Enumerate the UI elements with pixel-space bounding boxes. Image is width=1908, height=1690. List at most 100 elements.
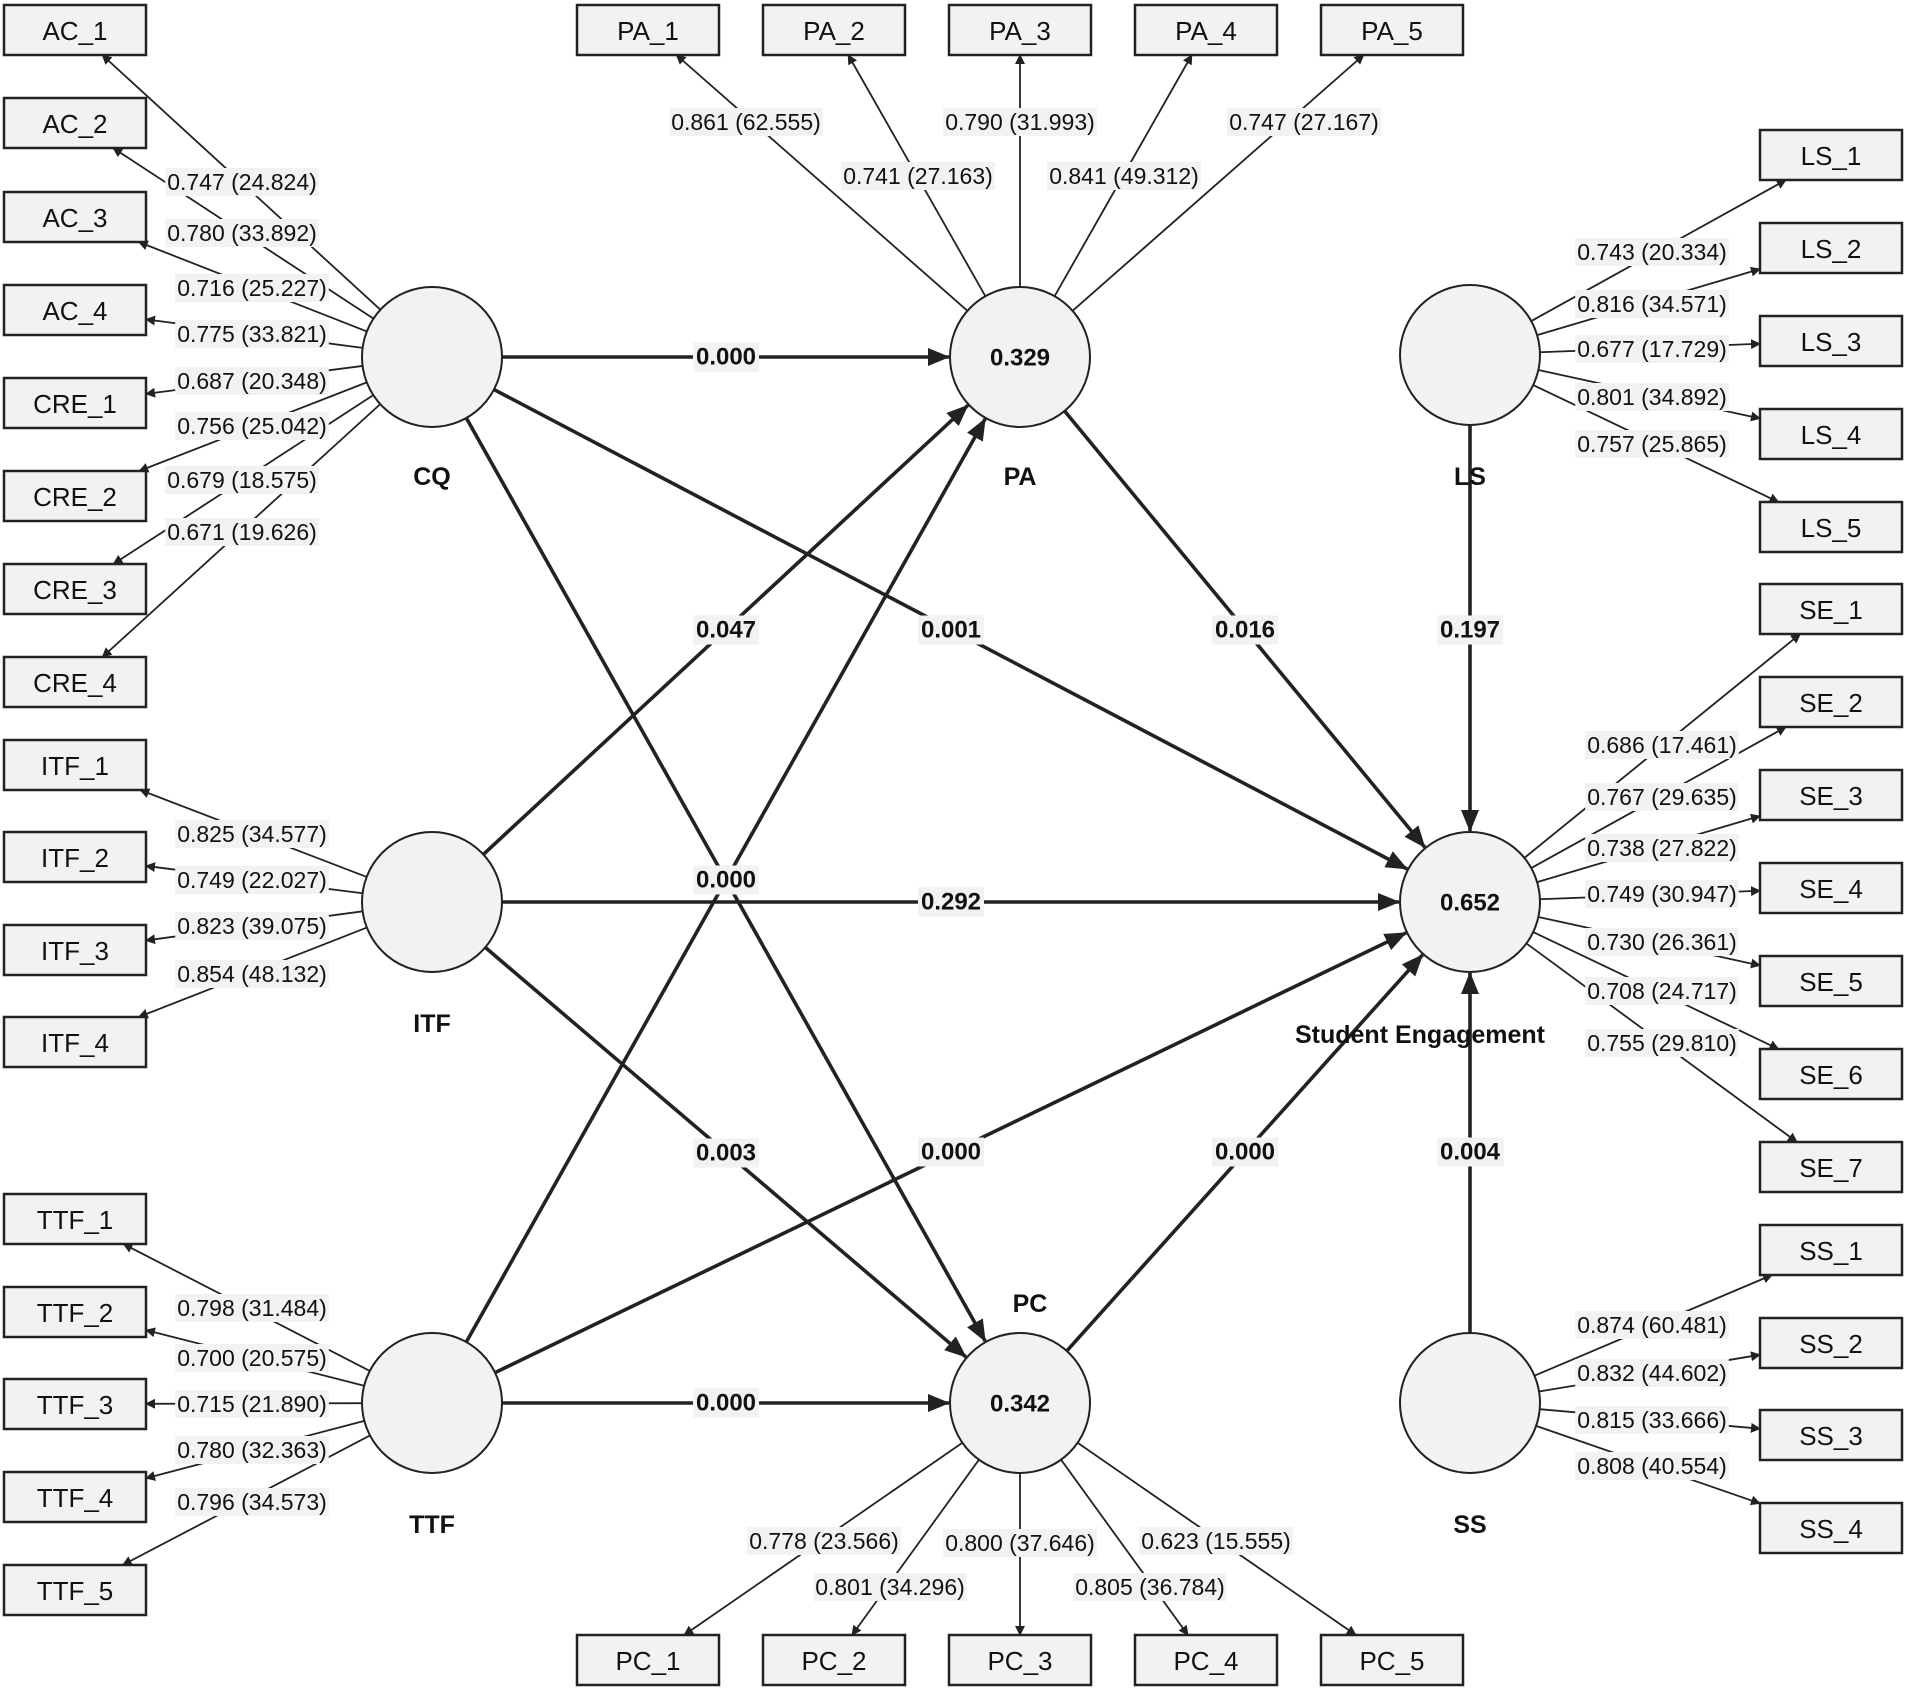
path-label-ss-to-se-bg	[1436, 1137, 1504, 1167]
loading-label-ttf_2-text: 0.700 (20.575)	[177, 1345, 327, 1371]
loading-label-pc_1-bg	[747, 1527, 901, 1555]
nodes: AC_1AC_2AC_3AC_4CRE_1CRE_2CRE_3CRE_4ITF_…	[2, 3, 1904, 1687]
loading-label-itf_2-text: 0.749 (22.027)	[177, 867, 327, 893]
path-label-ls-to-se-text: 0.197	[1440, 617, 1500, 644]
indicator-se_3: SE_3	[1758, 768, 1904, 822]
indicator-box	[2, 1377, 148, 1431]
latent-ttf: TTF	[361, 1332, 503, 1539]
loading-line-pa_5	[1071, 54, 1365, 312]
path-label-cq-to-pc-bg	[692, 865, 760, 895]
path-label-pc-to-se-bg	[1211, 1137, 1279, 1167]
loading-label-itf_3-text: 0.823 (39.075)	[177, 913, 327, 939]
indicator-box	[1758, 128, 1904, 182]
indicator-box	[1758, 407, 1904, 461]
indicator-box	[2, 1015, 148, 1069]
loading-label-ac_2: 0.780 (33.892)	[165, 219, 319, 247]
loading-label-ls_2-bg	[1575, 290, 1729, 318]
loading-label-ls_1-bg	[1575, 238, 1729, 266]
indicator-box	[1758, 500, 1904, 554]
loading-label-se_3-bg	[1585, 834, 1739, 862]
loading-label-se_7-text: 0.755 (29.810)	[1587, 1030, 1737, 1056]
loading-label-itf_3: 0.823 (39.075)	[175, 912, 329, 940]
loading-label-ls_5-bg	[1575, 430, 1729, 458]
loading-label-pa_4-bg	[1047, 162, 1201, 190]
loading-label-ac_1: 0.747 (24.824)	[165, 168, 319, 196]
indicator-label: PA_1	[617, 16, 679, 46]
indicator-se_1: SE_1	[1758, 582, 1904, 636]
loading-label-ss_1: 0.874 (60.481)	[1575, 1311, 1729, 1339]
latent-name: LS	[1454, 463, 1486, 491]
indicator-box	[1758, 954, 1904, 1008]
latent-circle	[1399, 1332, 1541, 1474]
loading-label-se_4: 0.749 (30.947)	[1585, 880, 1739, 908]
indicator-label: AC_1	[42, 16, 107, 46]
loading-label-pa_2-text: 0.741 (27.163)	[843, 163, 993, 189]
latent-circle	[949, 286, 1091, 428]
r-squared-value: 0.329	[990, 345, 1050, 372]
indicator-label: ITF_1	[41, 751, 109, 781]
indicator-se_4: SE_4	[1758, 861, 1904, 915]
loading-label-ttf_5-bg	[175, 1488, 329, 1516]
path-label-ttf-to-se-text: 0.000	[921, 1139, 981, 1166]
indicator-pa_5: PA_5	[1319, 3, 1465, 57]
loading-label-pc_5: 0.623 (15.555)	[1139, 1527, 1293, 1555]
path-label-itf-to-pc-text: 0.003	[696, 1140, 756, 1167]
indicator-box	[1758, 1047, 1904, 1101]
indicator-se_6: SE_6	[1758, 1047, 1904, 1101]
loading-label-ss_2-text: 0.832 (44.602)	[1577, 1360, 1727, 1386]
indicator-itf_2: ITF_2	[2, 830, 148, 884]
loading-label-pc_1-text: 0.778 (23.566)	[749, 1528, 899, 1554]
loading-label-ls_4-bg	[1575, 383, 1729, 411]
latent-circle	[1399, 831, 1541, 973]
indicator-pc_5: PC_5	[1319, 1633, 1465, 1687]
path-label-ss-to-se: 0.004	[1436, 1137, 1504, 1167]
indicator-label: PC_4	[1173, 1646, 1238, 1676]
loading-label-ls_2: 0.816 (34.571)	[1575, 290, 1729, 318]
indicator-box	[2, 96, 148, 150]
loading-label-ss_4-bg	[1575, 1452, 1729, 1480]
indicator-label: CRE_3	[33, 575, 117, 605]
indicator-ss_4: SS_4	[1758, 1501, 1904, 1555]
indicator-box	[2, 469, 148, 523]
indicator-box	[1758, 1223, 1904, 1277]
loading-label-se_6-text: 0.708 (24.717)	[1587, 978, 1737, 1004]
loading-label-ls_2-text: 0.816 (34.571)	[1577, 291, 1727, 317]
indicator-pc_4: PC_4	[1133, 1633, 1279, 1687]
path-label-pa-to-se: 0.016	[1211, 615, 1279, 645]
path-label-cq-to-pc: 0.000	[692, 865, 760, 895]
indicator-label: TTF_5	[37, 1576, 114, 1606]
indicator-cre_4: CRE_4	[2, 655, 148, 709]
loading-label-ac_4: 0.775 (33.821)	[175, 320, 329, 348]
loading-label-se_4-bg	[1585, 880, 1739, 908]
indicator-se_5: SE_5	[1758, 954, 1904, 1008]
indicator-label: SE_1	[1799, 595, 1863, 625]
loading-label-pa_4: 0.841 (49.312)	[1047, 162, 1201, 190]
loading-label-ttf_4-bg	[175, 1436, 329, 1464]
indicator-ss_3: SS_3	[1758, 1408, 1904, 1462]
path-label-ttf-to-pc: 0.000	[692, 1388, 760, 1418]
indicator-box	[575, 3, 721, 57]
loading-label-se_6: 0.708 (24.717)	[1585, 977, 1739, 1005]
indicator-cre_3: CRE_3	[2, 562, 148, 616]
indicator-box	[1133, 3, 1279, 57]
path-label-cq-to-se-bg	[917, 615, 985, 645]
loading-label-ls_3: 0.677 (17.729)	[1575, 335, 1729, 363]
loading-label-ss_2: 0.832 (44.602)	[1575, 1359, 1729, 1387]
loading-label-cre_2: 0.756 (25.042)	[175, 412, 329, 440]
indicator-box	[2, 376, 148, 430]
indicator-label: TTF_3	[37, 1390, 114, 1420]
indicator-label: PC_2	[801, 1646, 866, 1676]
indicator-label: PC_3	[987, 1646, 1052, 1676]
loading-label-se_3-text: 0.738 (27.822)	[1587, 835, 1737, 861]
indicator-pa_4: PA_4	[1133, 3, 1279, 57]
indicator-ttf_2: TTF_2	[2, 1285, 148, 1339]
loading-label-ac_2-text: 0.780 (33.892)	[167, 220, 317, 246]
indicator-label: SE_5	[1799, 967, 1863, 997]
loading-label-se_6-bg	[1585, 977, 1739, 1005]
loading-label-itf_1-text: 0.825 (34.577)	[177, 821, 327, 847]
loading-label-ttf_4-text: 0.780 (32.363)	[177, 1437, 327, 1463]
indicator-pa_3: PA_3	[947, 3, 1093, 57]
loading-label-ls_3-bg	[1575, 335, 1729, 363]
latent-name: SS	[1453, 1511, 1486, 1539]
indicator-ss_2: SS_2	[1758, 1316, 1904, 1370]
